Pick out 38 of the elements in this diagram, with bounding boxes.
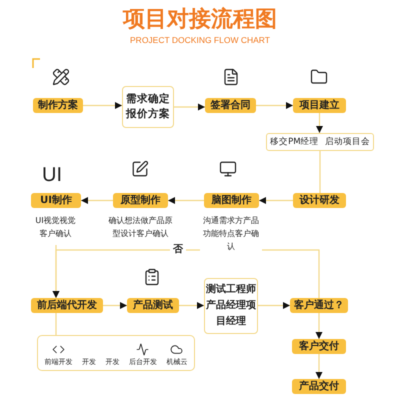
- connector-arrow: [83, 102, 122, 109]
- connector-arrow: [174, 104, 205, 110]
- step-pill: 前后端代开发: [31, 298, 103, 313]
- connector-arrow: [316, 313, 322, 339]
- step-pill: 制作方案: [33, 98, 83, 113]
- connector-arrow: [103, 302, 127, 309]
- role-box: [122, 86, 174, 128]
- step-pill: 项目建立: [293, 98, 346, 113]
- box-text: 测试工程师产品经理项目经理: [206, 282, 256, 329]
- note-text: 启动项目会: [324, 137, 370, 147]
- step-pill: 产品交付: [292, 379, 346, 394]
- tech-panel: [37, 335, 195, 371]
- connector-arrow: [81, 197, 113, 204]
- connector-arrow: [316, 354, 322, 379]
- step-pill: 签署合同: [205, 98, 256, 113]
- connector-arrow: [259, 197, 293, 204]
- title: 项目对接流程图: [122, 6, 278, 34]
- step-description: UI视觉视觉客户确认: [33, 214, 78, 240]
- connector-arrow: [256, 102, 293, 109]
- edge-label: 否: [170, 244, 186, 256]
- connector-arrow: [179, 302, 204, 309]
- step-pill: 设计研发: [293, 193, 346, 208]
- step-pill: UI制作: [31, 193, 81, 208]
- step-pill: 客户交付: [292, 339, 346, 354]
- connector-arrow: [168, 197, 204, 204]
- connector-arrow: [258, 302, 290, 309]
- connector-arrow: [316, 113, 323, 133]
- box-text: 需求确定报价方案: [125, 92, 171, 122]
- step-pill: 产品测试: [127, 298, 179, 313]
- ui-text-icon: UI: [42, 164, 62, 186]
- subtitle: PROJECT DOCKING FLOW CHART: [129, 35, 271, 46]
- note-text: 移交PM经理: [270, 137, 319, 147]
- note-box: [266, 133, 374, 151]
- step-pill: 脑图制作: [204, 193, 259, 208]
- step-pill: 客户通过？: [290, 298, 348, 313]
- step-description: 沟通需求方产品功能特点客户确认: [200, 214, 262, 253]
- step-description: 确认想法做产品原型设计客户确认: [108, 214, 173, 240]
- step-pill: 原型制作: [113, 193, 168, 208]
